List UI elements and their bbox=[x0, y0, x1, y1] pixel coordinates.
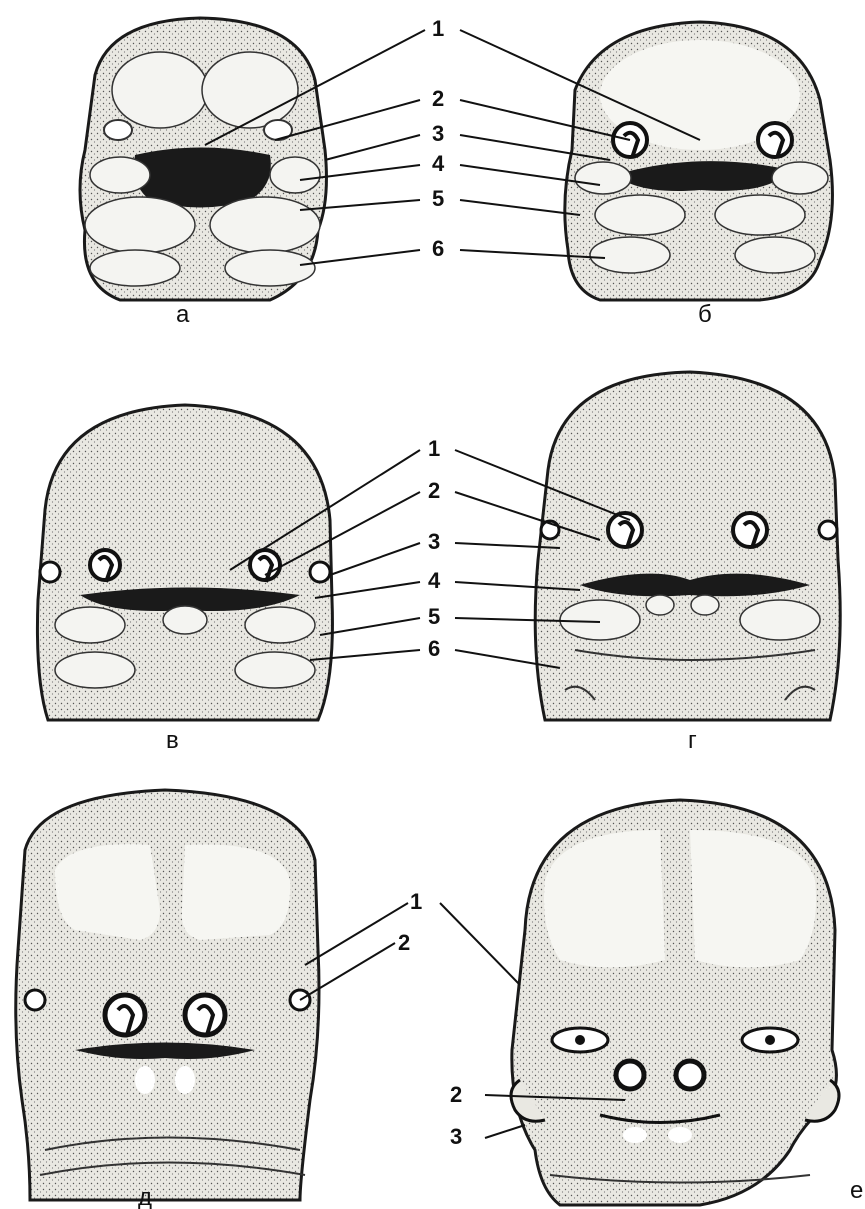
panel-e-nostril-right bbox=[676, 1061, 704, 1089]
label-a-5: 5 bbox=[432, 186, 444, 211]
panel-v-eye-left bbox=[40, 562, 60, 582]
panel-label-e: е bbox=[850, 1177, 863, 1204]
panel-v-nasal-pit-left bbox=[90, 550, 120, 580]
label-v-5: 5 bbox=[428, 604, 440, 629]
label-e-2: 2 bbox=[450, 1082, 462, 1107]
label-v-1: 1 bbox=[428, 436, 440, 461]
label-v-3: 3 bbox=[428, 529, 440, 554]
number-labels: 1 2 3 4 5 6 1 2 3 4 5 6 1 2 2 3 bbox=[398, 16, 462, 1149]
panel-b-nasal-pit-right bbox=[758, 123, 792, 157]
panel-label-d: д bbox=[138, 1184, 152, 1209]
label-v-4: 4 bbox=[428, 568, 441, 593]
label-a-3: 3 bbox=[432, 121, 444, 146]
panel-d-eye-left bbox=[25, 990, 45, 1010]
panel-e-drawing bbox=[511, 800, 839, 1205]
label-v-6: 6 bbox=[428, 636, 440, 661]
panel-g-nasal-pit-right bbox=[733, 513, 767, 547]
panel-d-nasal-pit-right bbox=[185, 995, 225, 1035]
label-d-2: 2 bbox=[398, 930, 410, 955]
panel-e-nostril-left bbox=[616, 1061, 644, 1089]
label-e-3: 3 bbox=[450, 1124, 462, 1149]
label-a-4: 4 bbox=[432, 151, 445, 176]
panel-g-eye-right bbox=[819, 521, 837, 539]
label-d-1: 1 bbox=[410, 889, 422, 914]
panel-d-nasal-pit-left bbox=[105, 995, 145, 1035]
label-a-1: 1 bbox=[432, 16, 444, 41]
panel-a-nasal-pit-left bbox=[104, 120, 132, 140]
panel-label-g: г bbox=[688, 727, 697, 754]
panel-label-b: б bbox=[698, 301, 712, 328]
label-a-2: 2 bbox=[432, 86, 444, 111]
panel-g-drawing bbox=[535, 372, 840, 720]
panel-label-v: в bbox=[166, 727, 179, 754]
panel-d-drawing bbox=[16, 790, 319, 1200]
label-a-6: 6 bbox=[432, 236, 444, 261]
label-v-2: 2 bbox=[428, 478, 440, 503]
panel-a-drawing bbox=[80, 18, 326, 300]
panel-label-a: а bbox=[176, 301, 190, 328]
panel-v-eye-right bbox=[310, 562, 330, 582]
